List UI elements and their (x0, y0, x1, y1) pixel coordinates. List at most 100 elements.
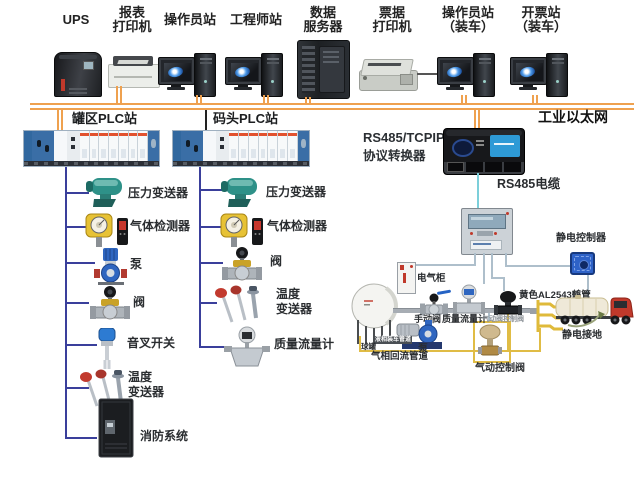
dock-plc-label: 码头PLC站 (213, 111, 279, 126)
drop-engineer-2 (267, 95, 269, 103)
drop-converter (474, 110, 476, 128)
electrical-cabinet-label: 电气柜 (417, 273, 446, 284)
drop-dock-plc (205, 110, 207, 130)
pneumatic-control-valve-label: 气动控制阀 (475, 363, 525, 374)
stub-6 (65, 387, 89, 389)
protocol-converter-icon (443, 128, 525, 175)
loading-pump-label: 泵 (418, 344, 428, 355)
grounding-clamp-icon (567, 311, 605, 328)
static-grounding-label: 静电接地 (562, 330, 602, 341)
tank-dev-label-7: 消防系统 (140, 429, 189, 443)
laser-printer-icon (108, 56, 160, 88)
drop-ticketing-2 (536, 95, 538, 103)
pump-icon-loading (396, 320, 442, 349)
control-cabinet-icon (461, 208, 513, 255)
stub-7 (65, 437, 97, 439)
tank-dev-label-6b: 变送器 (128, 385, 165, 399)
fire-system-icon (98, 398, 134, 458)
dstub-1 (199, 189, 223, 191)
engineer-station-label: 工程师站 (229, 12, 282, 27)
static-controller-icon (570, 252, 595, 275)
drop-converter-2 (478, 110, 480, 128)
workstation-icon-engineer (225, 53, 283, 97)
pump-icon (94, 248, 127, 285)
temperature-transmitter-icon-tank (80, 369, 124, 407)
dstub-3 (199, 262, 223, 264)
workstation-icon-ticketing (510, 53, 568, 97)
plc-rack-icon-tank (23, 130, 160, 167)
sig-to-static-h (505, 265, 571, 267)
sphere-tank-icon (351, 283, 398, 344)
drop-tank-plc-2 (61, 110, 63, 130)
sig-to-elcab-v (474, 253, 476, 265)
sig-to-flowmeter (483, 253, 485, 284)
gas-return-pipe-label: 气相回流管道 (371, 351, 429, 362)
drop-server (305, 97, 307, 103)
valve-icon-dock (222, 247, 262, 281)
tank-dev-label-2: 气体检测器 (130, 219, 191, 233)
tank-dev-label-5: 音叉开关 (127, 336, 176, 350)
tank-dev-label-6a: 温度 (128, 370, 153, 384)
dock-fieldbus-line (199, 167, 201, 347)
stub-5 (65, 344, 97, 346)
tank-dev-label-3: 泵 (130, 257, 143, 271)
sig-to-valve-v2 (503, 277, 505, 291)
dstub-2 (199, 226, 223, 228)
converter-label-1: RS485/TCPIP (363, 130, 445, 145)
ethernet-bus-line-1 (30, 103, 634, 105)
drop-ticketing (532, 95, 534, 103)
sig-to-valve-v1 (491, 253, 493, 279)
stub-3 (65, 262, 95, 264)
drop-server-2 (309, 97, 311, 103)
drop-report-printer-2 (120, 86, 122, 103)
ups-tower-icon (54, 52, 102, 97)
ticket-printer-label: 票据打印机 (372, 5, 412, 34)
sig-to-elcab-h (410, 264, 476, 266)
mass-flowmeter-icon (224, 326, 270, 367)
workstation-icon-operator (158, 53, 216, 97)
return-pipe-v1 (359, 336, 361, 351)
ethernet-bus-line-2 (30, 108, 634, 110)
liquid-pipe-tag: 液相装车管道 (374, 336, 413, 344)
report-printer-label: 报表打印机 (112, 5, 152, 34)
tank-dev-label-1: 压力变送器 (128, 186, 189, 200)
dock-dev-label-5: 质量流量计 (274, 337, 335, 351)
pneumatic-valve-icon (494, 291, 522, 315)
workstation-icon-operator-loading (437, 53, 495, 97)
sig-to-static-v (505, 253, 507, 267)
drop-report-printer (116, 86, 118, 103)
return-pipe-branch (507, 313, 509, 351)
tank-plc-label: 罐区PLC站 (72, 111, 138, 126)
gas-detector-icon-dock (220, 213, 263, 247)
manual-valve-label: 手动阀 (414, 314, 442, 324)
operator-station-label: 操作员站 (163, 12, 216, 27)
ticket-printer-link (417, 73, 437, 75)
drop-operator-loading (461, 95, 463, 103)
data-server-label: 数据服务器 (303, 5, 343, 34)
drop-tank-plc (57, 110, 59, 130)
stub-1 (65, 192, 89, 194)
drop-operator (196, 95, 198, 103)
drop-operator-loading-2 (465, 95, 467, 103)
dock-dev-label-3: 阀 (270, 254, 283, 268)
flowmeter-label: 质量流量计 (442, 314, 488, 324)
pressure-transmitter-icon-dock (221, 178, 257, 207)
sig-to-valve-h (491, 277, 505, 279)
dstub-5 (199, 346, 225, 348)
manual-valve-icon (420, 289, 451, 316)
operator-station-loading-label: 操作员站（装车） (441, 5, 494, 34)
plc-rack-icon-dock (172, 130, 310, 167)
ethernet-label: 工业以太网 (538, 109, 608, 125)
mass-flowmeter-icon-pipe (453, 284, 485, 314)
tuning-fork-switch-icon (98, 328, 116, 369)
stub-4 (65, 302, 89, 304)
control-valve-frame (473, 321, 511, 363)
drop-operator-2 (200, 95, 202, 103)
sig-pipe-to-cv (488, 312, 490, 323)
dstub-4 (199, 302, 217, 304)
pneumatic-valve-label: 气动阀控制阀 (482, 316, 524, 323)
dock-dev-label-1: 压力变送器 (266, 185, 327, 199)
rs485-cable-line (477, 173, 479, 208)
return-pipe-h (359, 350, 541, 352)
